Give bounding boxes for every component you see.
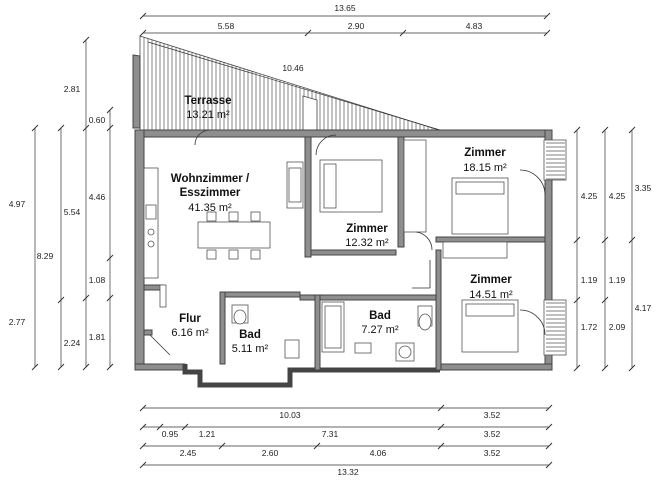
dim-b3-c: 4.06 <box>370 448 387 458</box>
flur-area: 6.16 m² <box>171 327 209 339</box>
dim-b1-a: 10.03 <box>279 410 301 420</box>
terrasse-name: Terrasse <box>184 95 231 107</box>
dim-l-181: 1.81 <box>89 332 106 342</box>
zimmer2-area: 12.32 m² <box>345 237 389 249</box>
dim-b3-a: 2.45 <box>180 448 197 458</box>
outer-walls <box>134 129 567 388</box>
dim-l-108: 1.08 <box>89 275 106 285</box>
dim-b2-c: 7.31 <box>322 429 339 439</box>
dim-r-425a: 4.25 <box>581 191 598 201</box>
dim-r-335: 3.35 <box>635 183 652 193</box>
dim-l-281: 2.81 <box>64 84 81 94</box>
dim-r-417: 4.17 <box>635 303 652 313</box>
flur-name: Flur <box>179 313 201 325</box>
room-labels: Terrasse 13.21 m² Wohnzimmer / Esszimmer… <box>171 95 513 355</box>
dim-l-829: 8.29 <box>37 251 54 261</box>
dim-top-c: 4.83 <box>466 21 483 31</box>
dim-top-b: 2.90 <box>348 21 365 31</box>
dim-top-a: 5.58 <box>218 21 235 31</box>
dim-b2-d: 3.52 <box>484 429 501 439</box>
zimmer3-name: Zimmer <box>470 274 512 286</box>
dim-l-060: 0.60 <box>89 115 106 125</box>
zimmer1-name: Zimmer <box>464 147 506 159</box>
dim-r-425b: 4.25 <box>609 191 626 201</box>
dim-l-224: 2.24 <box>64 338 81 348</box>
wohn-name-line2: Esszimmer <box>180 187 241 199</box>
dim-l-446: 4.46 <box>89 192 106 202</box>
dim-b2-a: 0.95 <box>162 429 179 439</box>
dim-b3-d: 3.52 <box>484 448 501 458</box>
zimmer3-area: 14.51 m² <box>469 289 513 301</box>
dim-b3-b: 2.60 <box>262 448 279 458</box>
dim-top-total: 13.65 <box>334 3 356 13</box>
dim-r-209: 2.09 <box>609 322 626 332</box>
dim-r-172: 1.72 <box>581 322 598 332</box>
dimension-lines <box>31 12 636 469</box>
dim-bottom-total: 13.32 <box>337 467 359 477</box>
dim-r-119b: 1.19 <box>609 275 626 285</box>
dim-b2-b: 1.21 <box>199 429 216 439</box>
furniture <box>143 129 546 362</box>
bad2-area: 7.27 m² <box>361 324 399 336</box>
dim-r-119a: 1.19 <box>581 275 598 285</box>
dim-terrace-diag: 10.46 <box>282 63 304 73</box>
dim-l-554: 5.54 <box>64 207 81 217</box>
terrasse-area: 13.21 m² <box>186 109 230 121</box>
zimmer2-name: Zimmer <box>346 223 388 235</box>
terrace <box>132 35 443 132</box>
dim-b1-b: 3.52 <box>484 410 501 420</box>
wohn-name-line1: Wohnzimmer / <box>171 173 250 185</box>
dimension-texts: 13.65 5.58 2.90 4.83 10.46 10.03 3.52 0.… <box>9 3 652 477</box>
dim-l-497: 4.97 <box>9 199 26 209</box>
dim-l-277: 2.77 <box>9 317 26 327</box>
bad1-area: 5.11 m² <box>232 343 269 355</box>
bad1-name: Bad <box>239 329 261 341</box>
wohn-area: 41.35 m² <box>188 202 232 214</box>
zimmer1-area: 18.15 m² <box>463 162 507 174</box>
bad2-name: Bad <box>369 310 391 322</box>
